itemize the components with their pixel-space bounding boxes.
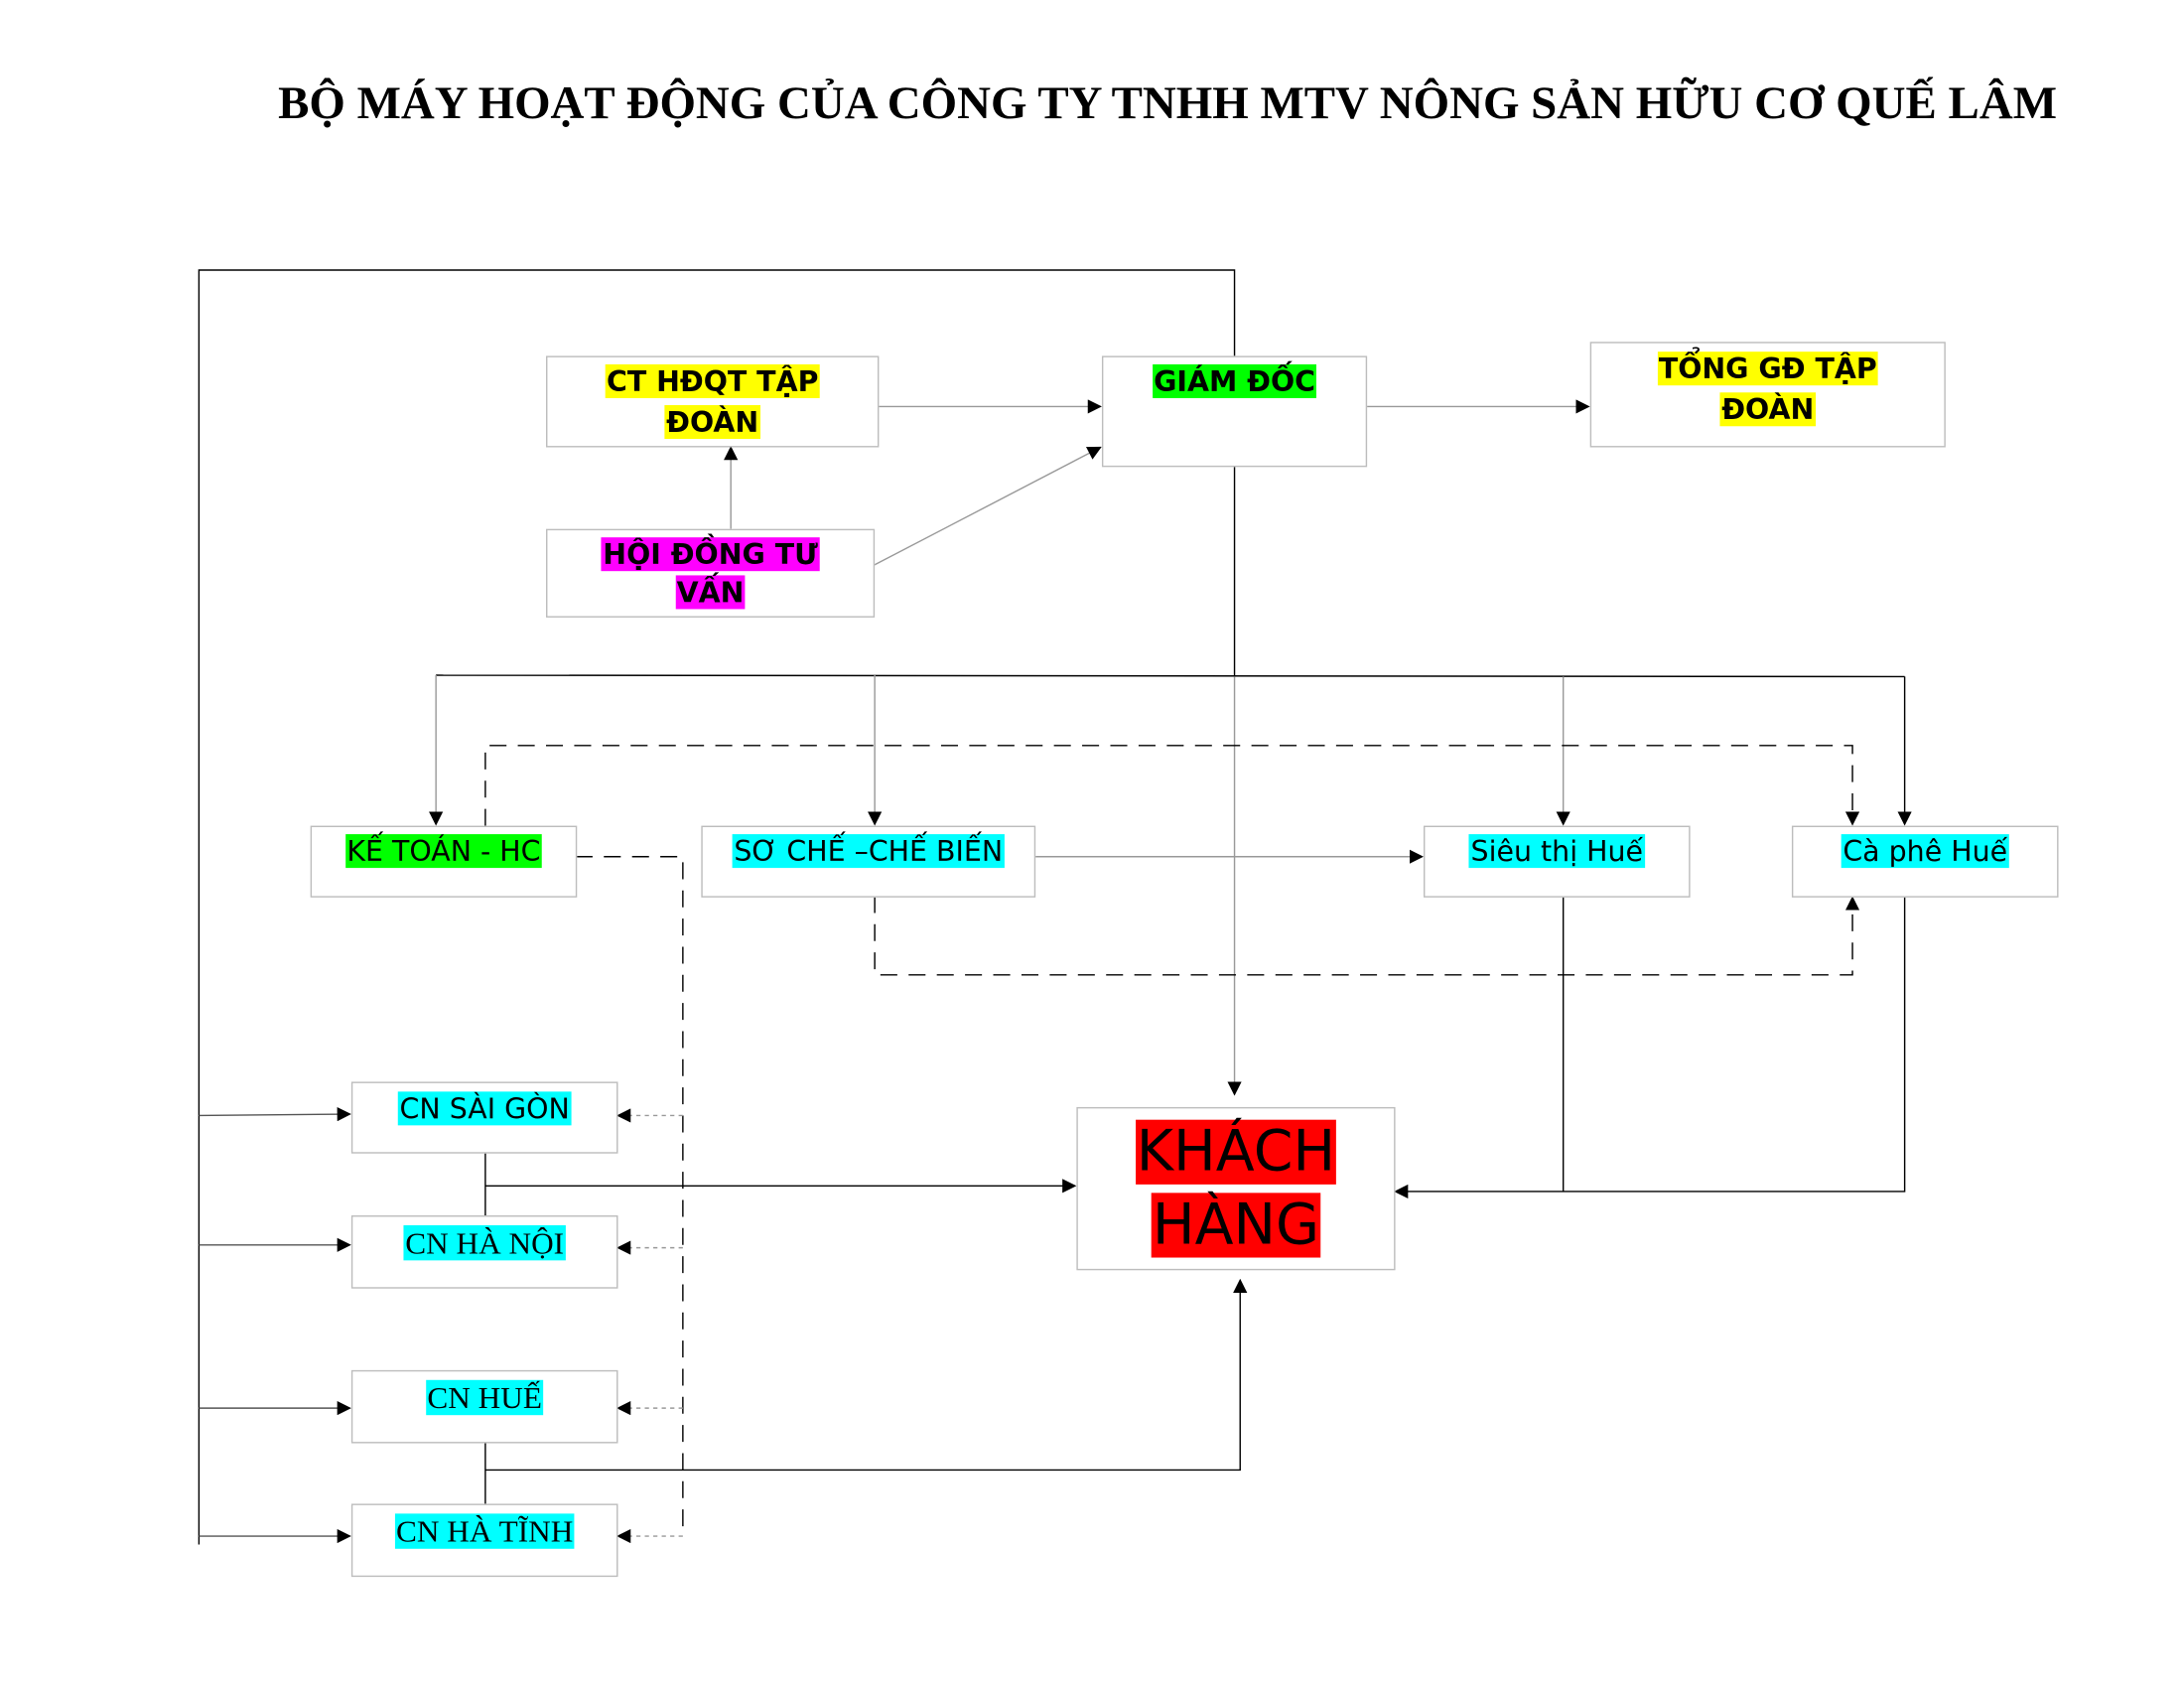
node-label: VẤN bbox=[675, 575, 746, 610]
node-tong-gd[interactable]: TỔNG GĐ TẬP ĐOÀN bbox=[1589, 342, 1946, 448]
arrow-central-to-customer bbox=[484, 1278, 1248, 1472]
node-cn-hue[interactable]: CN HUẾ bbox=[350, 1369, 618, 1444]
arrow-hd-to-gd bbox=[873, 446, 1102, 567]
node-label: ĐOÀN bbox=[664, 405, 760, 440]
dashed-ketoan-to-caphe bbox=[484, 745, 1860, 826]
node-label: GIÁM ĐỐC bbox=[1152, 363, 1317, 398]
dashed-soche-to-caphe bbox=[874, 896, 1860, 976]
node-label: ĐOÀN bbox=[1719, 392, 1816, 427]
node-sieu-thi-hue[interactable]: Siêu thị Huế bbox=[1423, 825, 1691, 898]
node-cn-ha-tinh[interactable]: CN HÀ TĨNH bbox=[350, 1503, 618, 1578]
node-giam-doc[interactable]: GIÁM ĐỐC bbox=[1101, 355, 1368, 468]
node-label: CN SÀI GÒN bbox=[398, 1091, 572, 1126]
node-label: CN HUẾ bbox=[426, 1379, 544, 1416]
node-cn-ha-noi[interactable]: CN HÀ NỘI bbox=[350, 1215, 618, 1289]
node-label: HỘI ĐỒNG TƯ bbox=[601, 537, 820, 572]
node-label: CN HÀ TĨNH bbox=[394, 1513, 575, 1549]
node-label: KẾ TOÁN - HC bbox=[344, 834, 542, 869]
node-so-che[interactable]: SƠ CHẾ –CHẾ BIẾN bbox=[701, 825, 1036, 898]
node-label: CN HÀ NỘI bbox=[403, 1224, 566, 1261]
arrow-left-saigon bbox=[199, 1107, 351, 1122]
node-ct-hdqt[interactable]: CT HĐQT TẬP ĐOÀN bbox=[546, 355, 880, 448]
node-label: HÀNG bbox=[1151, 1193, 1321, 1258]
node-label: Siêu thị Huế bbox=[1469, 834, 1645, 869]
node-ca-phe-hue[interactable]: Cà phê Huế bbox=[1791, 825, 2059, 898]
node-label: SƠ CHẾ –CHẾ BIẾN bbox=[732, 834, 1005, 869]
node-khach-hang[interactable]: KHÁCH HÀNG bbox=[1076, 1106, 1396, 1271]
node-label: Cà phê Huế bbox=[1841, 834, 2009, 869]
caphe-to-customer bbox=[1394, 896, 1906, 1199]
node-ke-toan[interactable]: KẾ TOÁN - HC bbox=[310, 825, 578, 898]
outer-feedback-line bbox=[198, 269, 1236, 1545]
node-hoi-dong-tu-van[interactable]: HỘI ĐỒNG TƯ VẤN bbox=[546, 528, 876, 618]
node-cn-sai-gon[interactable]: CN SÀI GÒN bbox=[350, 1081, 618, 1154]
page-title: BỘ MÁY HOẠT ĐỘNG CỦA CÔNG TY TNHH MTV NÔ… bbox=[278, 78, 2057, 130]
node-label: TỔNG GĐ TẬP bbox=[1657, 352, 1879, 386]
node-label: KHÁCH bbox=[1135, 1119, 1337, 1185]
distribution-bus bbox=[436, 674, 1905, 678]
dashed-ketoan-branches bbox=[575, 856, 684, 1537]
node-label: CT HĐQT TẬP bbox=[605, 363, 820, 398]
